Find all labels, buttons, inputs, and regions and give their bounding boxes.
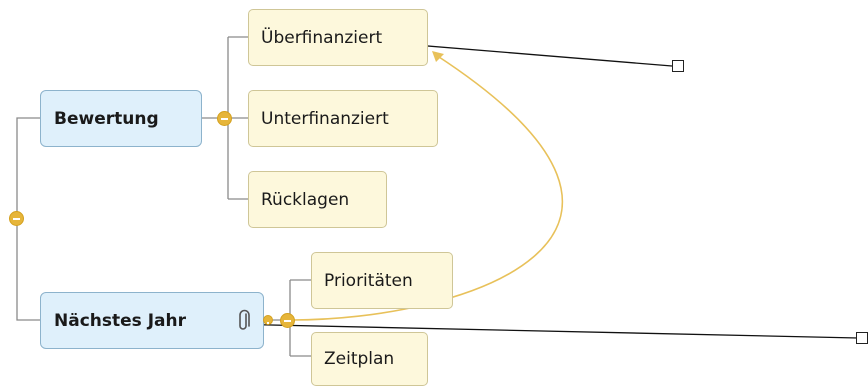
collapse-root-button[interactable] — [9, 211, 24, 226]
subtopic-unterfinanziert[interactable]: Unterfinanziert — [248, 90, 438, 147]
topic-naechstes-jahr-label: Nächstes Jahr — [54, 310, 186, 331]
paperclip-icon[interactable] — [237, 309, 251, 333]
callout-handle-top[interactable] — [672, 60, 684, 72]
subtopic-ruecklagen[interactable]: Rücklagen — [248, 171, 387, 228]
subtopic-ueberfinanziert[interactable]: Überfinanziert — [248, 9, 428, 66]
subtopic-zeitplan[interactable]: Zeitplan — [311, 332, 428, 386]
subtopic-zeitplan-label: Zeitplan — [324, 349, 395, 369]
topic-bewertung[interactable]: Bewertung — [40, 90, 202, 147]
topic-bewertung-label: Bewertung — [54, 108, 159, 129]
relationship-arrow — [291, 54, 564, 321]
relationship-control-point[interactable] — [263, 315, 273, 325]
subtopic-unterfinanziert-label: Unterfinanziert — [261, 108, 389, 129]
subtopic-ueberfinanziert-label: Überfinanziert — [261, 27, 383, 48]
relationship-arrowhead — [432, 51, 444, 62]
subtopic-prioritaeten[interactable]: Prioritäten — [311, 252, 453, 309]
callout-handle-bottom[interactable] — [856, 332, 868, 344]
collapse-naechstes-jahr-button[interactable] — [280, 313, 295, 328]
collapse-bewertung-button[interactable] — [217, 111, 232, 126]
subtopic-prioritaeten-label: Prioritäten — [324, 270, 413, 291]
topic-naechstes-jahr[interactable]: Nächstes Jahr — [40, 292, 264, 349]
subtopic-ruecklagen-label: Rücklagen — [261, 189, 350, 210]
